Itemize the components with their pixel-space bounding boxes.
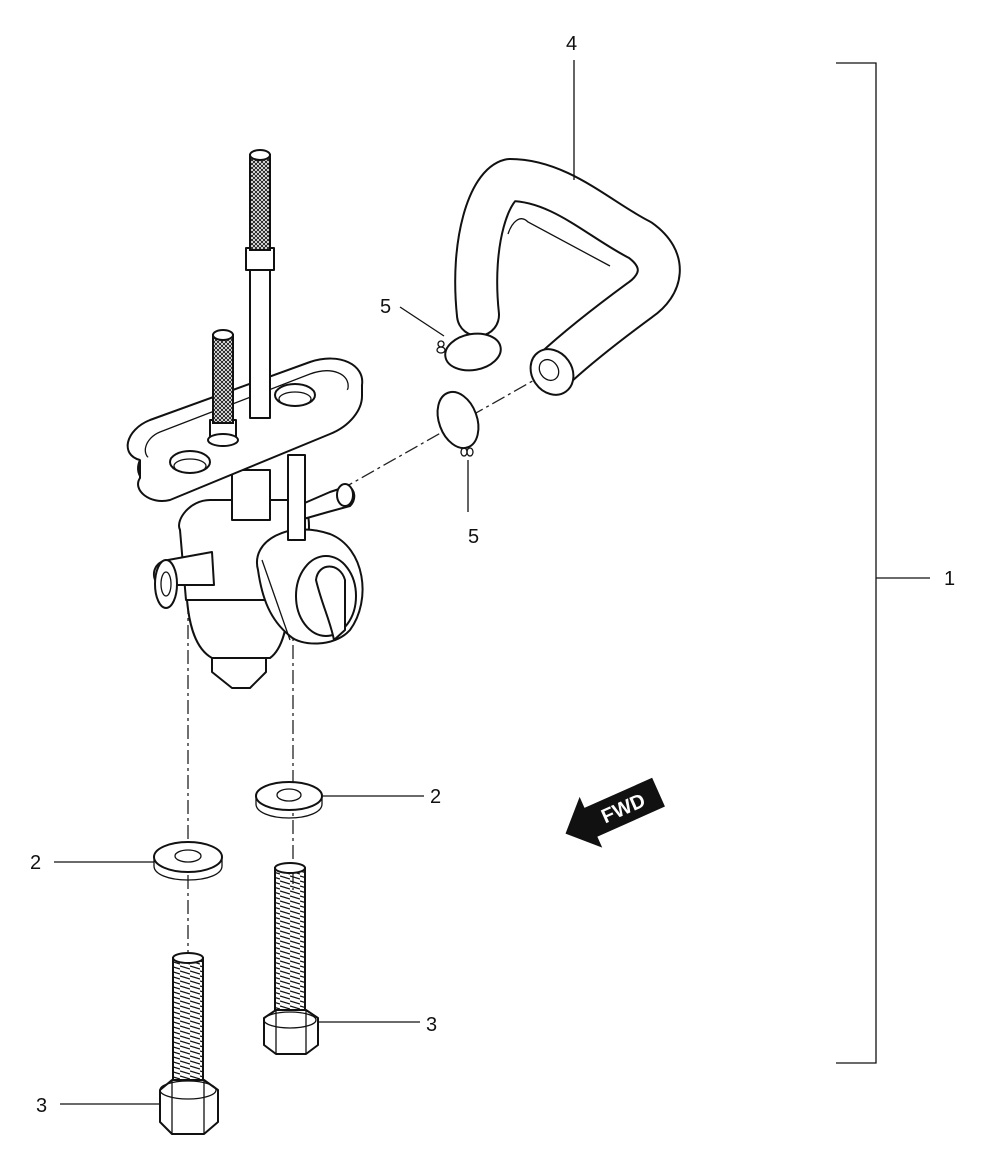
callout-hose: 4 xyxy=(566,33,577,55)
hose-clip-bottom xyxy=(436,390,480,457)
callout-washer-left: 2 xyxy=(30,852,41,874)
bolt-right xyxy=(263,862,319,1055)
hose-clip-top xyxy=(436,332,502,372)
callout-clip-top: 5 xyxy=(380,296,391,318)
callout-bolt-left: 3 xyxy=(36,1095,47,1117)
washer-right xyxy=(255,781,323,819)
washer-left xyxy=(153,841,223,881)
callout-clip-bottom: 5 xyxy=(468,526,479,548)
alignment-lines xyxy=(187,369,553,960)
fuel-valve xyxy=(126,149,364,689)
callout-assembly: 1 xyxy=(944,568,955,590)
callout-bolt-right: 3 xyxy=(426,1014,437,1036)
fuel-hose xyxy=(454,158,681,396)
assembly-bracket xyxy=(836,62,930,1064)
leader-lines xyxy=(54,60,575,1105)
forward-direction-arrow: FWD xyxy=(565,777,665,848)
callout-washer-right: 2 xyxy=(430,786,441,808)
bolt-left xyxy=(159,952,219,1135)
